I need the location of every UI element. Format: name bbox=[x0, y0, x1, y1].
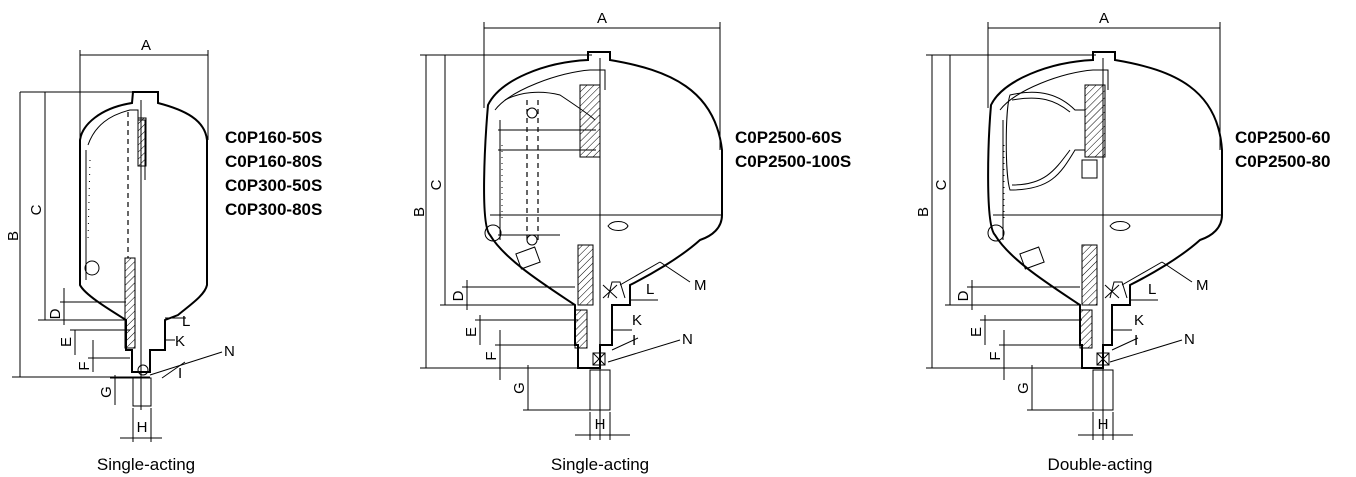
label-N: N bbox=[224, 343, 235, 360]
label-L: L bbox=[182, 313, 190, 330]
label-I: I bbox=[178, 365, 182, 382]
model-name: C0P2500-60 bbox=[1235, 128, 1330, 147]
dimension-labels-2: A B C D E F G H I K L M N bbox=[411, 10, 707, 433]
label-M: M bbox=[694, 277, 707, 294]
label-D: D bbox=[450, 290, 467, 301]
diagram-1: A B C D E F G H I K L N C0P160-50S C0P16… bbox=[5, 37, 322, 474]
model-name: C0P160-50S bbox=[225, 128, 322, 147]
label-D: D bbox=[47, 308, 64, 319]
label-C: C bbox=[933, 179, 950, 190]
caption-2: Single-acting bbox=[551, 455, 649, 474]
label-N: N bbox=[1184, 331, 1195, 348]
label-K: K bbox=[632, 312, 642, 329]
label-K: K bbox=[1134, 312, 1144, 329]
label-C: C bbox=[428, 179, 445, 190]
label-E: E bbox=[463, 327, 480, 337]
label-I: I bbox=[632, 332, 636, 349]
label-C: C bbox=[28, 204, 45, 215]
label-A: A bbox=[141, 37, 151, 54]
model-name: C0P2500-100S bbox=[735, 152, 851, 171]
vessel-body-3 bbox=[987, 51, 1223, 440]
label-L: L bbox=[1148, 281, 1156, 298]
label-F: F bbox=[987, 351, 1004, 360]
label-L: L bbox=[646, 281, 654, 298]
label-N: N bbox=[682, 331, 693, 348]
model-name: C0P300-50S bbox=[225, 176, 322, 195]
model-name: C0P2500-60S bbox=[735, 128, 842, 147]
label-G: G bbox=[511, 382, 528, 394]
label-I: I bbox=[1134, 332, 1138, 349]
dimension-lines-3 bbox=[926, 22, 1221, 440]
label-H: H bbox=[1098, 416, 1109, 433]
caption-3: Double-acting bbox=[1048, 455, 1153, 474]
label-M: M bbox=[1196, 277, 1209, 294]
vessel-body-2 bbox=[483, 51, 723, 440]
model-name: C0P300-80S bbox=[225, 200, 322, 219]
dimension-lines-1 bbox=[12, 50, 223, 442]
label-B: B bbox=[915, 207, 932, 217]
label-E: E bbox=[968, 327, 985, 337]
label-D: D bbox=[955, 290, 972, 301]
model-list-3: C0P2500-60 C0P2500-80 bbox=[1235, 128, 1330, 171]
caption-1: Single-acting bbox=[97, 455, 195, 474]
label-F: F bbox=[76, 361, 93, 370]
dimension-lines-2 bbox=[420, 22, 721, 440]
label-H: H bbox=[137, 419, 148, 436]
label-G: G bbox=[98, 386, 115, 398]
label-K: K bbox=[175, 333, 185, 350]
model-list-1: C0P160-50S C0P160-80S C0P300-50S C0P300-… bbox=[225, 128, 322, 219]
dimension-labels-1: A B C D E F G H I K L N bbox=[5, 37, 235, 436]
diagram-2: A B C D E F G H I K L M N C0P2500-60S C0… bbox=[411, 10, 851, 474]
label-B: B bbox=[5, 231, 22, 241]
model-name: C0P160-80S bbox=[225, 152, 322, 171]
dimension-labels-3: A B C D E F G H I K L M N bbox=[915, 10, 1209, 433]
label-E: E bbox=[58, 337, 75, 347]
vessel-body-1 bbox=[79, 91, 208, 410]
label-B: B bbox=[411, 207, 428, 217]
model-name: C0P2500-80 bbox=[1235, 152, 1330, 171]
label-G: G bbox=[1015, 382, 1032, 394]
label-H: H bbox=[595, 416, 606, 433]
label-A: A bbox=[597, 10, 607, 27]
label-A: A bbox=[1099, 10, 1109, 27]
diagram-3: A B C D E F G H I K L M N C0P2500-60 C0P… bbox=[915, 10, 1330, 474]
label-F: F bbox=[483, 351, 500, 360]
model-list-2: C0P2500-60S C0P2500-100S bbox=[735, 128, 851, 171]
